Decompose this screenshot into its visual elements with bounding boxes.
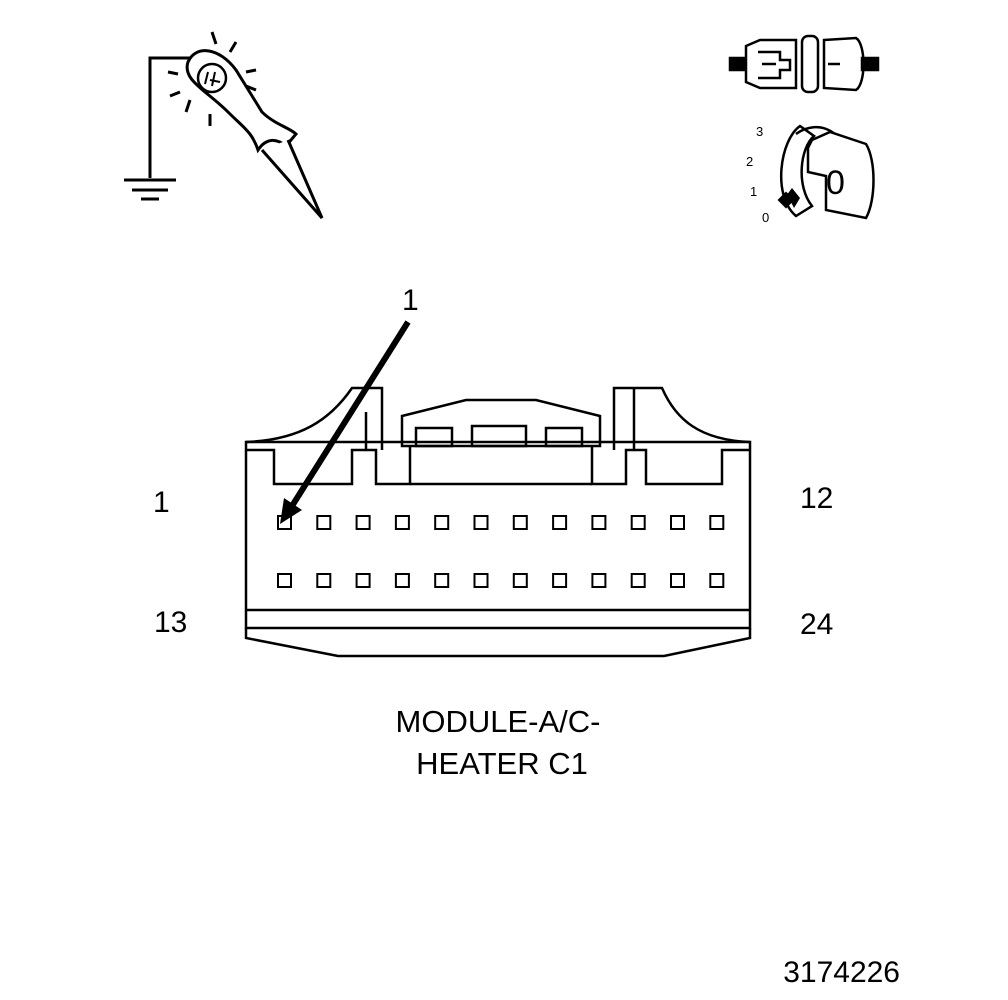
pin-cavity-17	[434, 573, 450, 588]
pin-label-12: 12	[800, 482, 833, 515]
test-light-icon	[124, 31, 324, 219]
caption-line-2: HEATER C1	[416, 746, 588, 781]
pin-cavity-11	[670, 515, 685, 530]
ignition-key-label: 0	[826, 164, 845, 202]
pin-cavity-19	[512, 573, 528, 588]
ignition-switch-icon: 3 2 1 0 0	[746, 124, 875, 225]
pin-cavity-9	[591, 515, 607, 530]
pin-cavity-2	[316, 515, 332, 530]
pin-cavity-7	[512, 515, 528, 530]
ignition-position-3: 3	[756, 124, 763, 139]
pin-cavity-23	[670, 573, 685, 588]
caption-line-1: MODULE-A/C-	[396, 704, 601, 739]
pin-cavity-8	[552, 515, 568, 530]
ignition-position-2: 2	[746, 154, 753, 169]
ignition-position-0: 0	[762, 210, 769, 225]
pin-cavity-16	[394, 573, 410, 588]
callout-arrow	[280, 320, 411, 524]
pin-label-24: 24	[800, 608, 833, 641]
pin-cavity-24	[709, 573, 725, 588]
pin-cavity-22	[630, 573, 646, 588]
pin-cavity-12	[709, 515, 725, 530]
pin-cavity-20	[552, 573, 568, 588]
pin-cavity-13	[277, 573, 292, 588]
pin-label-1: 1	[153, 486, 170, 519]
disconnected-connector-icon	[728, 34, 880, 94]
connector-pins	[277, 515, 725, 588]
pin-cavity-6	[473, 515, 489, 530]
figure-number: 3174226	[783, 956, 900, 989]
pin-label-13: 13	[154, 606, 187, 639]
pin-cavity-15	[355, 573, 371, 588]
pin-cavity-10	[630, 515, 646, 530]
pin-cavity-4	[394, 515, 410, 530]
ignition-position-1: 1	[750, 184, 757, 199]
pin-cavity-18	[473, 573, 489, 588]
pin-cavity-3	[355, 515, 371, 530]
pin-cavity-21	[591, 573, 607, 588]
callout-number: 1	[402, 284, 419, 317]
pin-cavity-14	[316, 573, 332, 588]
connector-body	[244, 386, 752, 658]
pin-cavity-5	[434, 515, 450, 530]
ground-symbol-icon	[124, 178, 176, 201]
